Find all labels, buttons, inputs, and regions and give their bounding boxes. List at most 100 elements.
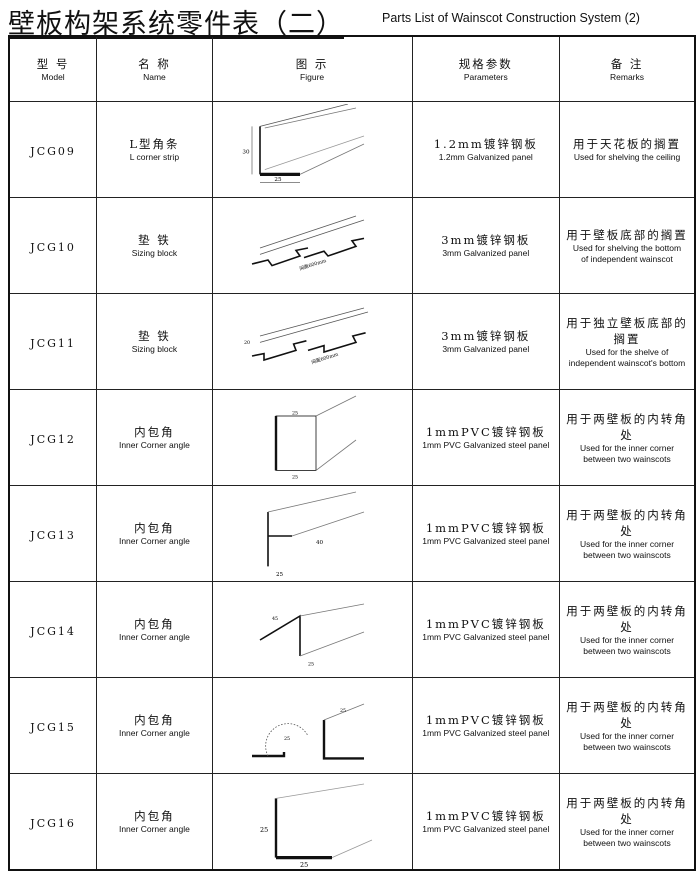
remark-cn: 用于两壁板的内转角处 xyxy=(566,411,688,442)
remark-en: Used for shelving the bottom xyxy=(572,242,682,253)
name-en: Sizing block xyxy=(131,344,178,354)
header-en: Name xyxy=(143,71,166,82)
param-cn: 1.2mm镀锌钢板 xyxy=(433,137,538,151)
remark-en: Used for the inner corner xyxy=(580,730,675,741)
remark-cn: 用于两壁板的内转角处 xyxy=(566,603,688,634)
header-en: Model xyxy=(41,71,65,82)
dimension-label: 间距600mm xyxy=(299,256,328,271)
figure-cell: 25 25 xyxy=(211,389,413,486)
remark-en-2: independent wainscot's bottom xyxy=(568,357,686,368)
name-en: Inner Corner angle xyxy=(118,824,190,834)
remark-en: Used for the inner corner xyxy=(580,538,675,549)
param-en: 1mm PVC Galvanized steel panel xyxy=(422,632,550,642)
dimension-label: 45 xyxy=(272,616,278,622)
name-cn: 内包角 xyxy=(134,713,175,727)
param-cn: 1mmPVC镀锌钢板 xyxy=(425,425,546,439)
remark-en-2: between two wainscots xyxy=(583,645,671,656)
remark-cn: 用于独立壁板底部的搁置 xyxy=(566,315,688,346)
param-cn: 1mmPVC镀锌钢板 xyxy=(425,617,546,631)
name-cn: 内包角 xyxy=(134,521,175,535)
figure-cell: 25 40 xyxy=(211,485,413,582)
param-cn: 1mmPVC镀锌钢板 xyxy=(425,521,546,535)
param-cn: 3mm镀锌钢板 xyxy=(441,233,531,247)
remark-en: Used for shelving the ceiling xyxy=(573,152,681,162)
param-en: 1mm PVC Galvanized steel panel xyxy=(422,536,550,546)
remark-en-2: between two wainscots xyxy=(583,837,671,848)
name-en: Inner Corner angle xyxy=(118,536,190,546)
dimension-label: 25 xyxy=(260,826,268,834)
name-cn: 垫 铁 xyxy=(138,233,171,247)
header-en: Remarks xyxy=(610,71,645,82)
model-cell: JCG09 xyxy=(8,101,98,198)
name-cn: 内包角 xyxy=(134,425,175,439)
model-code: JCG14 xyxy=(30,625,76,638)
header-en: Parameters xyxy=(463,71,508,82)
param-en: 3mm Galvanized panel xyxy=(442,344,530,354)
name-cn: 内包角 xyxy=(134,617,175,631)
remark-cn: 用于两壁板的内转角处 xyxy=(566,507,688,538)
dimension-label: 40 xyxy=(316,540,324,546)
dimension-label: 25 xyxy=(292,474,298,480)
figure-cell: 间距600mm xyxy=(211,197,413,294)
model-code: JCG16 xyxy=(30,817,76,830)
remark-cn: 用于壁板底部的搁置 xyxy=(566,227,688,242)
name-cn: 内包角 xyxy=(134,809,175,823)
name-en: Inner Corner angle xyxy=(118,728,190,738)
dimension-label: 25 xyxy=(292,410,298,416)
remark-en-2: between two wainscots xyxy=(583,453,671,464)
dimension-label: 30 xyxy=(242,149,250,155)
part-drawing: 25 25 xyxy=(260,783,373,868)
dimension-label: 25 xyxy=(276,572,284,578)
model-cell: JCG11 xyxy=(8,293,98,390)
model-cell: JCG14 xyxy=(8,581,98,678)
model-cell: JCG12 xyxy=(8,389,98,486)
name-en: Inner Corner angle xyxy=(118,440,190,450)
page-subtitle: Parts List of Wainscot Construction Syst… xyxy=(382,11,640,25)
param-en: 1mm PVC Galvanized steel panel xyxy=(422,440,550,450)
header-cn: 规格参数 xyxy=(458,56,513,71)
model-code: JCG15 xyxy=(30,721,76,734)
header-cn: 图 示 xyxy=(295,56,329,71)
model-cell: JCG15 xyxy=(8,677,98,774)
header-cn: 备 注 xyxy=(610,56,644,71)
dimension-label: 25 xyxy=(300,861,308,868)
remark-en: Used for the inner corner xyxy=(580,826,675,837)
model-cell: JCG13 xyxy=(8,485,98,582)
remark-cn: 用于天花板的搁置 xyxy=(573,137,682,151)
part-drawing: 25 40 xyxy=(267,491,365,578)
param-en: 1mm PVC Galvanized steel panel xyxy=(422,824,550,834)
model-code: JCG11 xyxy=(30,337,76,350)
header-en: Figure xyxy=(300,71,325,82)
dimension-label: 20 xyxy=(244,340,250,346)
header-cn: 型 号 xyxy=(36,56,70,71)
part-drawing: 间距600mm xyxy=(251,215,365,272)
